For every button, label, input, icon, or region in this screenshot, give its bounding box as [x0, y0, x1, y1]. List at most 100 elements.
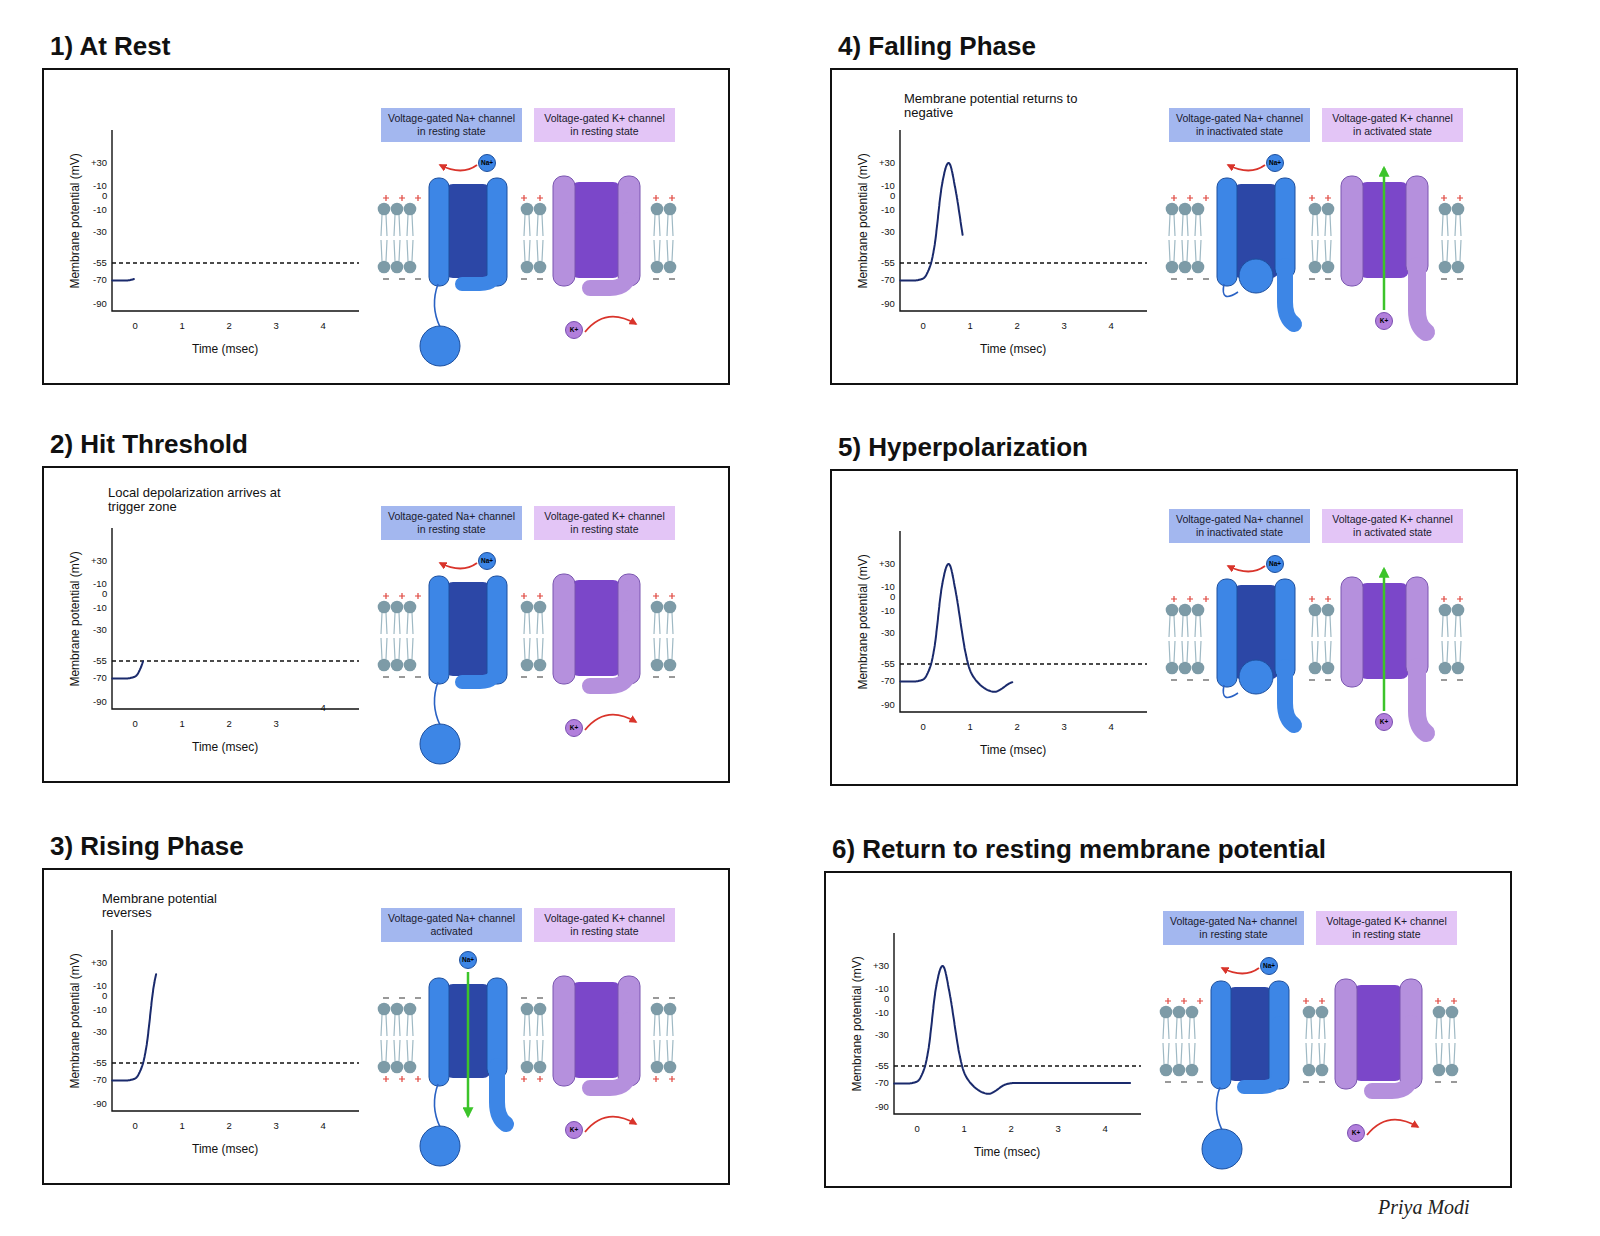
- lipid-head: [651, 203, 664, 216]
- y-tick-label: -55: [875, 1061, 889, 1071]
- lipid-head: [404, 601, 417, 614]
- lipid-head: [378, 1061, 391, 1074]
- negative-charge: [1451, 1081, 1457, 1082]
- x-tick-label: 3: [274, 1121, 279, 1131]
- lipid-tail: [394, 215, 400, 261]
- x-tick-label: 1: [968, 321, 973, 331]
- channel-label-text: Voltage-gated K+ channel in resting stat…: [539, 912, 670, 938]
- x-tick-label: 0: [133, 321, 138, 331]
- positive-charge: [537, 1076, 543, 1082]
- y-tick-label: -10: [93, 181, 107, 191]
- y-tick-label: 0: [890, 592, 895, 602]
- k-channel-label: Voltage-gated K+ channel in resting stat…: [534, 108, 675, 142]
- lipid-head: [1439, 604, 1452, 617]
- y-tick-label: -90: [875, 1102, 889, 1112]
- positive-charge: [399, 593, 405, 599]
- x-tick-label: 3: [274, 321, 279, 331]
- na-channel-pore: [445, 582, 491, 676]
- negative-charge: [1187, 679, 1193, 680]
- x-axis-title: Time (msec): [192, 741, 258, 755]
- lipid-head: [651, 601, 664, 614]
- na-channel-label: Voltage-gated Na+ channel in inactivated…: [1169, 108, 1310, 142]
- lipid-head: [1166, 261, 1179, 274]
- channel-label-text: Voltage-gated Na+ channel activated: [386, 912, 517, 938]
- lipid-head: [391, 601, 404, 614]
- na-channel-subunit: [1217, 178, 1237, 286]
- k-channel-pore: [1353, 985, 1403, 1081]
- na-blocked-arrow: [440, 563, 477, 569]
- positive-charge: [1181, 998, 1187, 1004]
- negative-charge: [669, 997, 675, 998]
- channel-label-text: Voltage-gated Na+ channel in inactivated…: [1174, 513, 1305, 539]
- lipid-tail: [1455, 616, 1461, 662]
- lipid-tail: [1306, 1018, 1312, 1064]
- graph-axes: [900, 531, 1147, 712]
- membrane-potential-trace: [900, 163, 962, 281]
- negative-charge: [1319, 1081, 1325, 1082]
- lipid-tail: [1312, 616, 1318, 662]
- panel-note: Local depolarization arrives at trigger …: [108, 486, 308, 515]
- positive-charge: [399, 1076, 405, 1082]
- lipid-tail: [407, 215, 413, 261]
- positive-charge: [1441, 195, 1447, 201]
- y-tick-label: -30: [93, 1027, 107, 1037]
- y-axis-title: Membrane potential (mV): [68, 551, 82, 686]
- y-tick-label: -70: [93, 275, 107, 285]
- lipid-head: [1186, 1006, 1199, 1019]
- negative-charge: [1325, 278, 1331, 279]
- lipid-tail: [1442, 215, 1448, 261]
- lipid-head: [664, 601, 677, 614]
- x-axis-title: Time (msec): [192, 1143, 258, 1157]
- panel-note: Membrane potential returns to negative: [904, 92, 1114, 121]
- inactivation-tether: [434, 284, 440, 327]
- y-axis-title: Membrane potential (mV): [850, 956, 864, 1091]
- y-tick-label: 0: [102, 589, 107, 599]
- x-tick-label: 2: [1015, 722, 1020, 732]
- lipid-head: [1303, 1006, 1316, 1019]
- lipid-tail: [1325, 616, 1331, 662]
- lipid-head: [521, 1003, 534, 1016]
- positive-charge: [1309, 596, 1315, 602]
- lipid-tail: [524, 613, 530, 659]
- lipid-head: [1316, 1064, 1329, 1077]
- positive-charge: [1435, 998, 1441, 1004]
- channel-label-text: Voltage-gated Na+ channel in resting sta…: [1168, 915, 1299, 941]
- lipid-head: [391, 203, 404, 216]
- sodium-ion: Na+: [1266, 555, 1284, 573]
- na-channel-subunit: [429, 576, 449, 684]
- lipid-tail: [381, 613, 387, 659]
- positive-charge: [1197, 998, 1203, 1004]
- lipid-head: [1179, 261, 1192, 274]
- positive-charge: [1187, 596, 1193, 602]
- lipid-head: [1192, 662, 1205, 675]
- x-tick-label: 2: [1009, 1124, 1014, 1134]
- y-tick-label: -30: [875, 1030, 889, 1040]
- lipid-head: [1160, 1064, 1173, 1077]
- x-tick-label: 3: [274, 719, 279, 729]
- y-tick-label: -10: [93, 205, 107, 215]
- k-channel-pore: [571, 182, 621, 278]
- negative-charge: [1181, 1081, 1187, 1082]
- negative-charge: [399, 278, 405, 279]
- x-tick-label: 1: [180, 321, 185, 331]
- inactivation-ball: [1202, 1129, 1242, 1169]
- lipid-head: [534, 1003, 547, 1016]
- lipid-tail: [1169, 215, 1175, 261]
- lipid-head: [1433, 1064, 1446, 1077]
- y-tick-label: -70: [881, 676, 895, 686]
- lipid-head: [1309, 261, 1322, 274]
- negative-charge: [669, 676, 675, 677]
- x-tick-label: 4: [321, 703, 326, 713]
- lipid-head: [378, 601, 391, 614]
- positive-charge: [1457, 596, 1463, 602]
- negative-charge: [399, 676, 405, 677]
- y-tick-label: -55: [93, 656, 107, 666]
- panel-box: 6) Return to resting membrane potentialV…: [824, 871, 1512, 1188]
- lipid-tail: [667, 1015, 673, 1061]
- negative-charge: [521, 676, 527, 677]
- na-channel-label: Voltage-gated Na+ channel activated: [381, 908, 522, 942]
- x-tick-label: 3: [1056, 1124, 1061, 1134]
- x-tick-label: 4: [321, 1121, 326, 1131]
- graph-axes: [900, 130, 1147, 311]
- k-channel-gate: [1372, 1023, 1411, 1091]
